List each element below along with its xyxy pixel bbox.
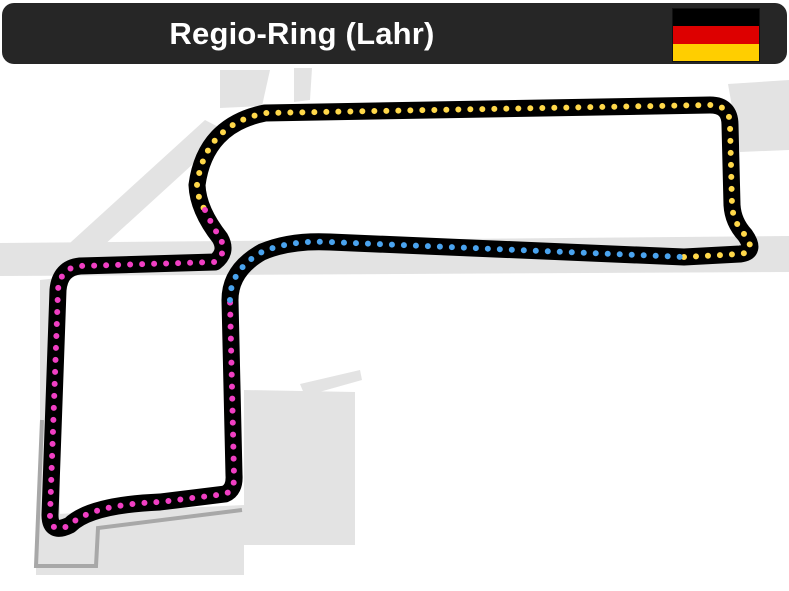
building-complex (244, 390, 355, 545)
track-sector-2 (227, 238, 687, 303)
building-wing (300, 370, 362, 396)
germany-flag-icon (672, 8, 760, 62)
taxiway-diagonal (60, 120, 228, 258)
header-bar: Regio-Ring (Lahr) (2, 3, 787, 64)
track-sector-1 (194, 102, 753, 260)
track-title: Regio-Ring (Lahr) (169, 16, 435, 51)
flag-stripe-black (673, 9, 759, 27)
track-sector-3 (47, 207, 238, 532)
old-track-outline (33, 419, 243, 568)
flag-stripe-gold (673, 43, 759, 61)
right-taxiway (728, 80, 789, 152)
apron-top (220, 70, 270, 108)
flag-stripe-red (673, 26, 759, 44)
access-road-top (294, 68, 312, 102)
